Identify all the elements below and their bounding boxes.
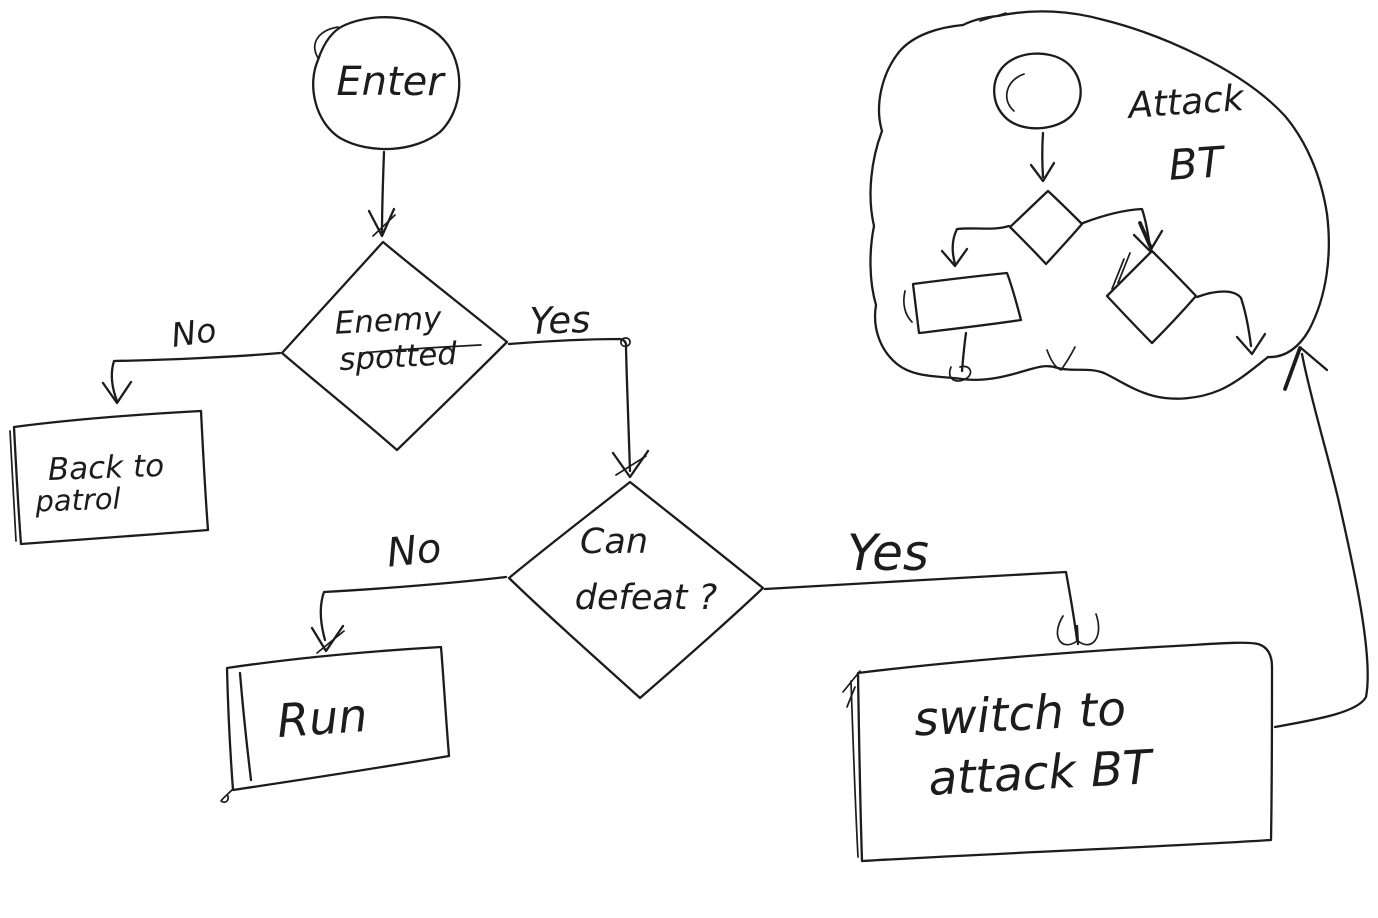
- attack-bt-cloud: Attack BT: [869, 10, 1330, 400]
- edge-label-yes-1: Yes: [529, 298, 591, 343]
- mini-rect-left-down-line: [960, 331, 968, 373]
- edge-no-to-back-to-patrol: No: [101, 310, 282, 405]
- can-defeat-diamond-shape: [507, 480, 765, 700]
- enter-node: Enter: [312, 16, 461, 151]
- back-to-patrol-label-line2: patrol: [34, 482, 121, 519]
- connector-line: [1273, 352, 1369, 729]
- cloud-label-line1: Attack: [1125, 78, 1247, 127]
- arrowhead: [611, 449, 650, 479]
- edge-label-no-2: No: [385, 525, 444, 576]
- edge-label-yes-2: Yes: [847, 524, 929, 582]
- box-left-edge-overstroke: [9, 430, 17, 542]
- mini-rect-left-down-loop-head: [948, 365, 972, 382]
- cloud-label-line2: BT: [1167, 137, 1228, 190]
- mini-arrow-root-head: [1029, 161, 1056, 183]
- mini-arrow-root-line: [1041, 131, 1045, 179]
- switch-to-attack-bt-node: switch to attack BT: [842, 641, 1274, 863]
- enemy-spotted-diamond-shape: [280, 240, 509, 452]
- arrowhead-overstroke: [615, 455, 647, 476]
- edge-label-no-1: No: [169, 310, 219, 355]
- mini-rect-left-tick: [902, 290, 913, 323]
- t-crossbar-stroke: [362, 344, 482, 354]
- arrow-line: [380, 150, 386, 234]
- corner-pen-loop: [620, 337, 631, 348]
- arrowhead: [367, 207, 396, 238]
- run-label: Run: [275, 688, 369, 748]
- arrowhead-overstroke: [316, 630, 345, 654]
- edge-yes-to-can-defeat: Yes: [507, 298, 650, 479]
- switch-label-line2: attack BT: [927, 740, 1156, 807]
- arrowhead: [1075, 624, 1080, 646]
- mini-branch-right-line: [1081, 207, 1152, 249]
- mini-diamond-right-hatch-1: [1111, 258, 1125, 290]
- arrowhead-petal-left: [1056, 615, 1078, 646]
- mini-out-right-line: [1195, 290, 1253, 348]
- arrowhead-barb-right: [1299, 346, 1329, 372]
- edge-line: [110, 351, 282, 403]
- enter-label: Enter: [336, 59, 446, 105]
- box-left-edge-overstroke: [238, 671, 253, 782]
- arrow-enter-to-enemy-spotted: [367, 150, 396, 238]
- edge-line: [763, 570, 1079, 642]
- can-defeat-label-line1: Can: [580, 522, 648, 562]
- mini-branch-right-head: [1132, 229, 1164, 253]
- cloud-top-tick: [979, 12, 1007, 22]
- mini-stray-check-stroke: [1046, 346, 1076, 371]
- box-topleft-tick-1: [842, 670, 861, 693]
- run-box-shape: [225, 645, 451, 792]
- cloud-outline-shape: [869, 10, 1330, 400]
- can-defeat-decision: Can defeat ?: [507, 480, 765, 700]
- run-node: Run: [220, 645, 451, 804]
- mini-out-right-head: [1235, 332, 1267, 356]
- switch-box-shape: [856, 641, 1274, 863]
- can-defeat-label-line2: defeat ?: [575, 578, 717, 618]
- mini-branch-left-line: [951, 224, 1011, 266]
- enemy-spotted-decision: Enemy spotted: [280, 240, 509, 452]
- edge-yes-to-switch: Yes: [763, 524, 1100, 646]
- arrowhead: [101, 380, 133, 405]
- mini-diamond-right-hatch-2: [1117, 252, 1131, 284]
- arrowhead-petal-right: [1077, 613, 1100, 646]
- enemy-spotted-label-line1: Enemy: [334, 300, 443, 342]
- box-left-edge-overstroke: [850, 680, 859, 858]
- back-to-patrol-label-line1: Back to: [47, 448, 164, 488]
- enemy-spotted-label-line2: spotted: [338, 336, 458, 378]
- mini-circle-overstroke: [1005, 73, 1025, 112]
- switch-label-line1: switch to: [913, 681, 1128, 747]
- edge-line: [507, 337, 632, 473]
- box-topleft-tick-2: [846, 686, 856, 708]
- mini-diamond-top-shape: [1008, 189, 1084, 266]
- back-to-patrol-box-shape: [12, 409, 210, 546]
- mini-branch-left-head: [940, 247, 969, 268]
- edge-no-to-run: No: [310, 525, 508, 654]
- attack-bt-mini-tree: [902, 52, 1267, 382]
- enter-circle-overstroke: [313, 26, 339, 59]
- arrowhead-barb-left: [1283, 346, 1302, 391]
- back-to-patrol-node: Back to patrol: [9, 409, 210, 546]
- mini-branch-right-head-overstroke: [1138, 221, 1153, 250]
- connector-switch-to-cloud: [1273, 346, 1369, 729]
- arrowhead: [310, 624, 345, 653]
- mini-root-circle-shape: [993, 52, 1082, 130]
- mini-diamond-right-shape: [1105, 249, 1198, 345]
- arrowhead-overstroke: [372, 214, 396, 237]
- edge-line: [319, 575, 508, 642]
- enter-circle-shape: [312, 16, 461, 151]
- mini-rect-left-shape: [911, 271, 1023, 335]
- box-corner-tail-stroke: [220, 788, 234, 804]
